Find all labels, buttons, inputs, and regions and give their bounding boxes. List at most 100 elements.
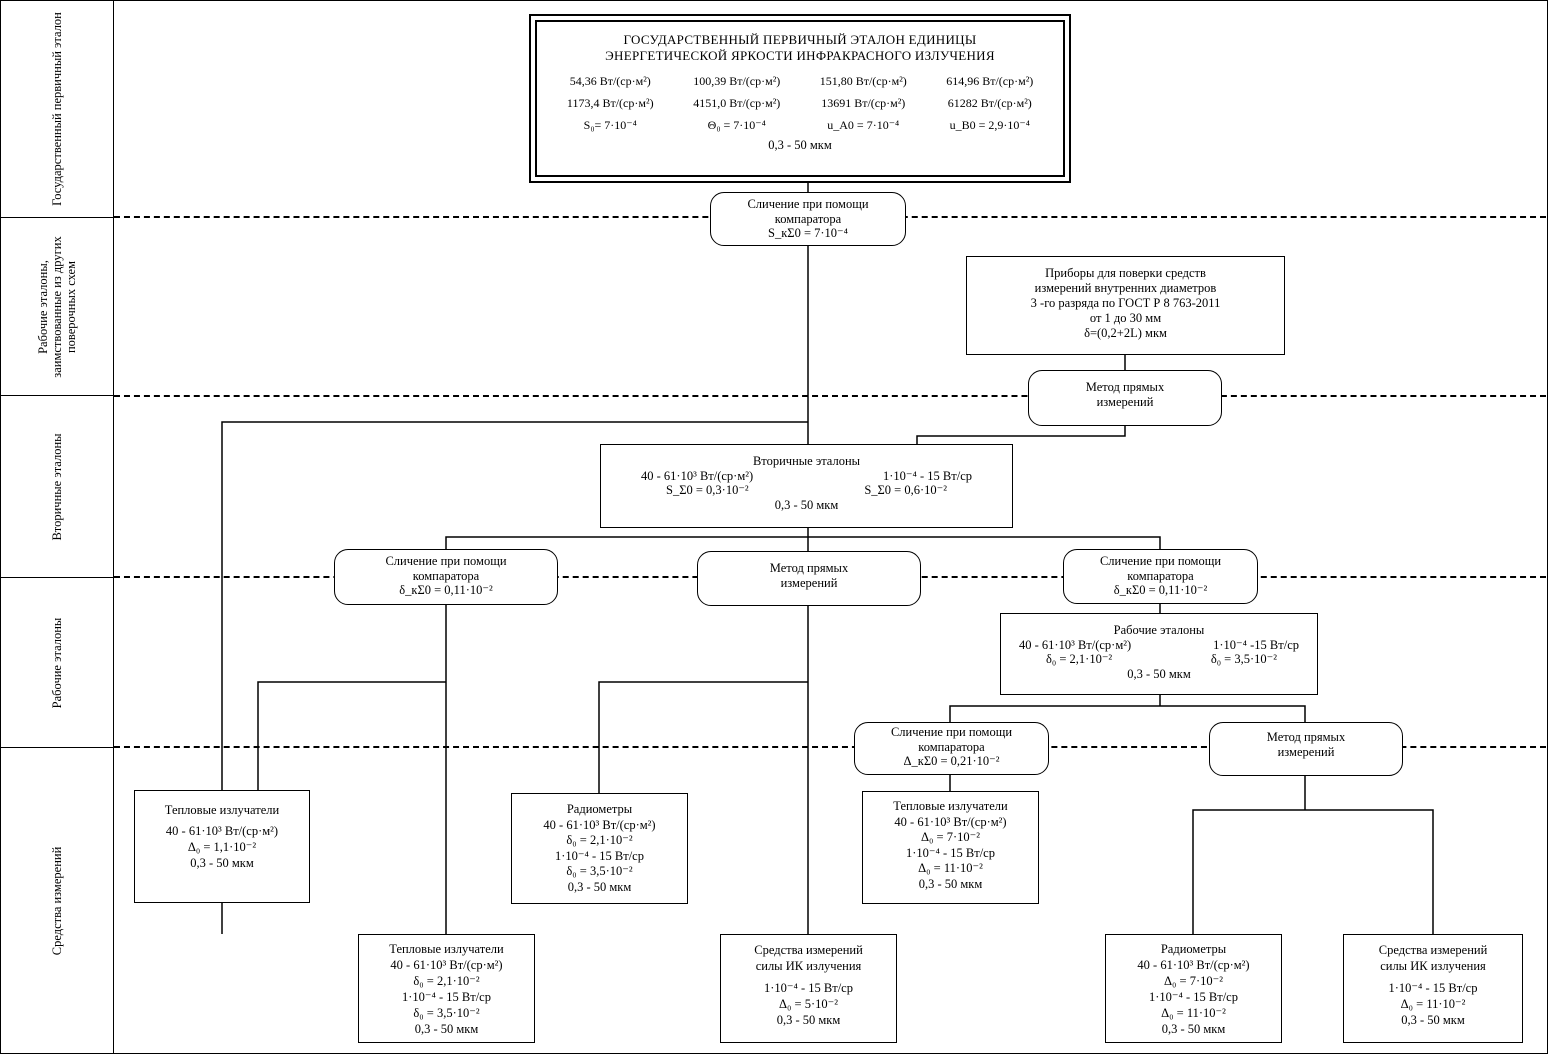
instrument-title: Радиометры xyxy=(566,802,633,816)
secondary-value: 1·10⁻⁴ - 15 Вт/ср xyxy=(883,468,972,483)
working-title: Рабочие эталоны xyxy=(1113,623,1205,637)
working-value: 1·10⁻⁴ -15 Вт/ср xyxy=(1213,637,1299,652)
comparison-uncertainty: δ_кΣ0 = 0,11·10⁻² xyxy=(1113,583,1208,597)
level-divider xyxy=(114,746,1546,748)
borrowed-line: измерений внутренних диаметров xyxy=(1034,281,1217,295)
level-primary: Государственный первичный эталон xyxy=(0,0,113,218)
secondary-value: 40 - 61·10³ Вт/(ср·м²) xyxy=(641,468,754,483)
instrument-title: Средства измерений xyxy=(754,943,863,957)
instrument-line: Δ₀ = 7·10⁻² xyxy=(921,830,980,844)
secondary-range: 0,3 - 50 мкм xyxy=(774,497,839,512)
instrument-line: 40 - 61·10³ Вт/(ср·м²) xyxy=(165,824,279,838)
instrument-line: 1·10⁻⁴ - 15 Вт/ср xyxy=(555,848,644,863)
instrument-line: 40 - 61·10³ Вт/(ср·м²) xyxy=(390,958,503,972)
instrument-line: 1·10⁻⁴ - 15 Вт/ср xyxy=(402,990,491,1004)
comparison-node: Сличение при помощи компаратора S_кΣ0 = … xyxy=(710,192,906,246)
instrument-line: Δ₀ = 7·10⁻² xyxy=(1164,974,1223,988)
primary-param: Θ₀ = 7·10⁻⁴ xyxy=(707,118,766,132)
instrument-thermal-emitters-3: Тепловые излучатели 40 - 61·10³ Вт/(ср·м… xyxy=(358,934,535,1043)
instrument-thermal-emitters-2: Тепловые излучатели 40 - 61·10³ Вт/(ср·м… xyxy=(862,791,1039,904)
instrument-line: δ₀ = 3,5·10⁻² xyxy=(413,1006,480,1020)
instrument-ir-intensity-2: Средства измерений силы ИК излучения 1·1… xyxy=(1343,934,1523,1043)
instrument-line: 0,3 - 50 мкм xyxy=(414,1022,479,1036)
instrument-line: 40 - 61·10³ Вт/(ср·м²) xyxy=(894,814,1007,829)
working-standard: Рабочие эталоны 40 - 61·10³ Вт/(ср·м²) 1… xyxy=(1000,613,1318,695)
instrument-thermal-emitters-1: Тепловые излучатели 40 - 61·10³ Вт/(ср·м… xyxy=(134,790,310,903)
level-working: Рабочие эталоны xyxy=(0,578,113,748)
instrument-line: 1·10⁻⁴ - 15 Вт/ср xyxy=(906,845,995,860)
secondary-value: S_Σ0 = 0,6·10⁻² xyxy=(864,483,947,497)
direct-method-label: измерений xyxy=(780,575,838,590)
instrument-line: Δ₀ = 11·10⁻² xyxy=(1161,1006,1226,1020)
instrument-title: Радиометры xyxy=(1160,942,1227,956)
comparison-node: Сличение при помощи компаратора δ_кΣ0 = … xyxy=(334,549,558,605)
primary-value: 54,36 Вт/(ср·м²) xyxy=(569,74,651,88)
primary-values: 54,36 Вт/(ср·м²) 100,39 Вт/(ср·м²) 151,8… xyxy=(547,70,1053,136)
instrument-line: 0,3 - 50 мкм xyxy=(190,856,254,870)
instrument-line: 1·10⁻⁴ - 15 Вт/ср xyxy=(764,981,853,995)
instrument-line: 0,3 - 50 мкм xyxy=(776,1013,841,1027)
instrument-radiometers-2: Радиометры 40 - 61·10³ Вт/(ср·м²) Δ₀ = 7… xyxy=(1105,934,1282,1043)
borrowed-line: Приборы для поверки средств xyxy=(1045,266,1206,280)
comparison-label: компаратора xyxy=(918,739,985,754)
comparison-label: компаратора xyxy=(412,568,480,583)
level-secondary: Вторичные эталоны xyxy=(0,396,113,578)
secondary-row: S_Σ0 = 0,3·10⁻² S_Σ0 = 0,6·10⁻² xyxy=(601,483,1012,498)
instrument-line: δ₀ = 2,1·10⁻² xyxy=(566,833,633,847)
direct-method-label: Метод прямых xyxy=(769,561,849,575)
working-range: 0,3 - 50 мкм xyxy=(1127,666,1191,681)
secondary-standard: Вторичные эталоны 40 - 61·10³ Вт/(ср·м²)… xyxy=(600,444,1013,528)
instrument-line: Δ₀ = 11·10⁻² xyxy=(1400,997,1466,1011)
comparison-label: компаратора xyxy=(774,211,842,226)
primary-param: u_B0 = 2,9·10⁻⁴ xyxy=(949,118,1030,132)
level-divider xyxy=(114,395,1546,397)
borrowed-line: δ=(0,2+2L) мкм xyxy=(1084,326,1167,340)
instrument-line: δ₀ = 2,1·10⁻² xyxy=(413,974,480,988)
instrument-title: Средства измерений xyxy=(1378,943,1488,957)
borrowed-line: 3 -го разряда по ГОСТ Р 8 763-2011 xyxy=(1030,296,1221,310)
instrument-line: Δ₀ = 1,1·10⁻² xyxy=(187,840,257,854)
instrument-line: 0,3 - 50 мкм xyxy=(567,879,632,894)
direct-method-label: Метод прямых xyxy=(1085,380,1165,394)
instrument-line: 1·10⁻⁴ - 15 Вт/ср xyxy=(1388,981,1478,995)
primary-param: S₀= 7·10⁻⁴ xyxy=(583,118,637,132)
comparison-node: Сличение при помощи компаратора Δ_кΣ0 = … xyxy=(854,722,1049,775)
primary-value: 100,39 Вт/(ср·м²) xyxy=(693,74,781,88)
comparison-node: Сличение при помощи компаратора δ_кΣ0 = … xyxy=(1063,549,1258,604)
instrument-title: Тепловые излучатели xyxy=(164,803,280,817)
instrument-ir-intensity-1: Средства измерений силы ИК излучения 1·1… xyxy=(720,934,897,1043)
primary-standard-outer: ГОСУДАРСТВЕННЫЙ ПЕРВИЧНЫЙ ЭТАЛОН ЕДИНИЦЫ… xyxy=(529,14,1071,183)
working-value: δ₀ = 2,1·10⁻² xyxy=(1046,652,1113,666)
instrument-title: Тепловые излучатели xyxy=(389,942,504,956)
primary-title-line1: ГОСУДАРСТВЕННЫЙ ПЕРВИЧНЫЙ ЭТАЛОН ЕДИНИЦЫ xyxy=(623,32,977,47)
instrument-line: Δ₀ = 11·10⁻² xyxy=(918,861,983,875)
primary-value: 1173,4 Вт/(ср·м²) xyxy=(566,96,654,110)
comparison-label: Сличение при помощи xyxy=(1099,554,1222,568)
direct-method-label: измерений xyxy=(1277,744,1335,759)
level-borrowed: Рабочие эталоны, заимствованные из други… xyxy=(0,218,113,396)
instrument-line: 40 - 61·10³ Вт/(ср·м²) xyxy=(543,817,656,832)
instrument-line: 0,3 - 50 мкм xyxy=(1401,1013,1465,1027)
level-column: Государственный первичный эталон Рабочие… xyxy=(0,0,114,1054)
secondary-value: S_Σ0 = 0,3·10⁻² xyxy=(666,483,749,497)
comparison-label: компаратора xyxy=(1127,568,1194,583)
direct-method-node: Метод прямых измерений xyxy=(697,551,921,606)
instrument-title: силы ИК излучения xyxy=(755,959,862,973)
comparison-uncertainty: Δ_кΣ0 = 0,21·10⁻² xyxy=(903,754,1000,768)
direct-method-label: измерений xyxy=(1096,394,1154,409)
direct-method-node: Метод прямых измерений xyxy=(1028,370,1222,426)
primary-value: 151,80 Вт/(ср·м²) xyxy=(819,74,907,88)
comparison-label: Сличение при помощи xyxy=(890,725,1013,739)
instrument-line: 0,3 - 50 мкм xyxy=(918,876,983,891)
comparison-label: Сличение при помощи xyxy=(747,197,869,211)
borrowed-line: от 1 до 30 мм xyxy=(1089,311,1162,325)
instrument-line: 1·10⁻⁴ - 15 Вт/ср xyxy=(1149,990,1238,1004)
primary-title-line2: ЭНЕРГЕТИЧЕСКОЙ ЯРКОСТИ ИНФРАКРАСНОГО ИЗЛ… xyxy=(605,48,995,63)
primary-value: 614,96 Вт/(ср·м²) xyxy=(946,74,1034,88)
instrument-line: Δ₀ = 5·10⁻² xyxy=(779,997,838,1011)
comparison-uncertainty: S_кΣ0 = 7·10⁻⁴ xyxy=(768,226,848,240)
instrument-radiometers-1: Радиометры 40 - 61·10³ Вт/(ср·м²) δ₀ = 2… xyxy=(511,793,688,904)
primary-value: 13691 Вт/(ср·м²) xyxy=(821,96,906,110)
primary-range: 0,3 - 50 мкм xyxy=(768,138,832,152)
